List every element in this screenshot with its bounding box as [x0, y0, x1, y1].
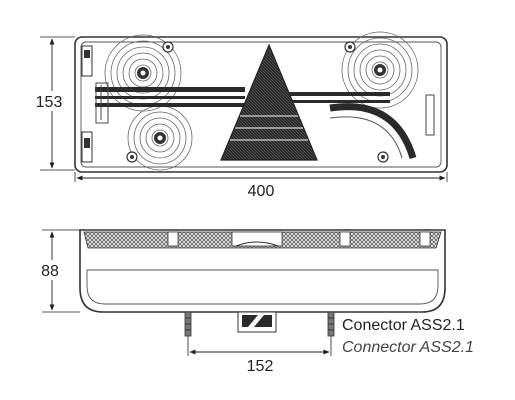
dimension-front-height: 153 — [28, 36, 75, 171]
mounting-stud-left — [184, 311, 192, 337]
horizontal-light-bars — [95, 87, 390, 107]
front-width-value: 400 — [248, 183, 275, 200]
front-view — [74, 31, 448, 173]
triangle-segments — [230, 115, 308, 141]
connector-label: Conector ASS2.1 — [342, 317, 465, 334]
connector-ass2-body — [237, 311, 277, 333]
side-height-value: 88 — [41, 263, 59, 280]
connector-spacing-value: 152 — [247, 358, 274, 375]
front-housing-inner-outline — [80, 41, 442, 168]
front-height-value: 153 — [36, 94, 63, 111]
dimension-front-width: 400 — [74, 172, 448, 200]
dimension-connector-spacing: 152 — [187, 336, 332, 375]
connector-label-italic: Connector ASS2.1 — [342, 339, 474, 356]
warning-triangle-reflector — [220, 43, 318, 161]
dimension-side-height: 88 — [32, 229, 80, 313]
inner-bracket-details — [95, 82, 435, 136]
left-mounting-tab — [81, 45, 93, 163]
mounting-stud-right — [327, 311, 335, 337]
curved-indicator-arc — [329, 103, 417, 160]
side-housing-outline — [79, 229, 446, 313]
lens-segment-dividers — [167, 231, 431, 247]
side-view — [79, 229, 446, 337]
